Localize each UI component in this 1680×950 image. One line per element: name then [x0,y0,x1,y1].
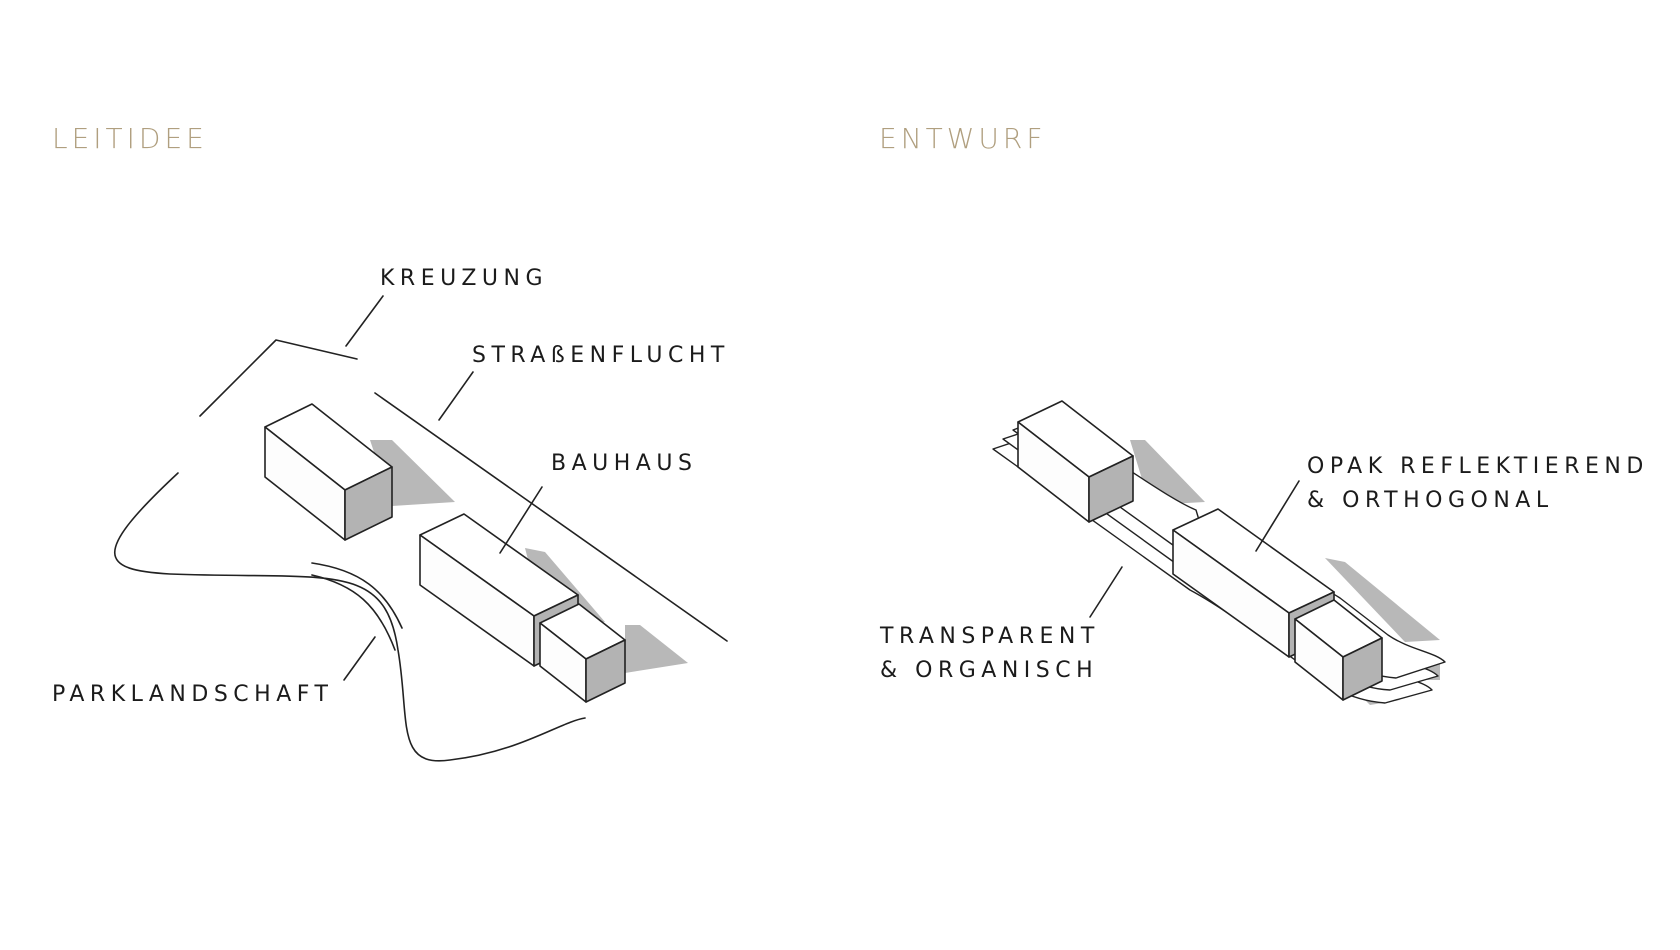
kreuzung-corner-line [199,339,358,417]
shadow-block-c [625,625,688,673]
block-c-side [585,639,626,703]
parklandschaft-curve [114,472,586,762]
kreuzung-leader [345,295,384,347]
entwurf-heading: ENTWURF [879,122,1047,155]
strassenflucht-leader [438,371,474,421]
opak-leader [1255,480,1300,552]
label-strassenflucht: STRAßENFLUCHT [472,343,730,368]
shadow-entwurf-b [1325,558,1440,642]
label-transparent: TRANSPARENT & ORGANISCH [880,620,1100,688]
label-opak-line1: OPAK REFLEKTIEREND [1307,454,1649,479]
label-bauhaus: BAUHAUS [551,451,698,476]
entwurf-panel: ENTWURF OPAK REFLEKTIEREND & ORTHOGONAL … [840,0,1680,950]
label-transparent-line1: TRANSPARENT [880,624,1100,649]
entwurf-block-c-side [1342,637,1383,701]
leitidee-heading: LEITIDEE [52,122,208,155]
park-arc-inner [311,562,403,629]
leitidee-sketch [114,295,728,762]
transparent-leader [1089,566,1123,618]
label-parklandschaft: PARKLANDSCHAFT [52,682,334,707]
entwurf-sketch [992,400,1446,705]
strassenflucht-line [374,392,728,642]
park-arc-outer [311,574,396,651]
bauhaus-leader [499,486,543,554]
parklandschaft-leader [343,636,376,681]
label-kreuzung: KREUZUNG [380,266,549,291]
label-transparent-line2: & ORGANISCH [880,658,1099,683]
label-opak-line2: & ORTHOGONAL [1307,488,1554,513]
label-opak: OPAK REFLEKTIEREND & ORTHOGONAL [1307,450,1649,518]
block-a-side [344,466,393,541]
leitidee-panel: LEITIDEE KREUZUNG STRAßENFLUCHT BAUH [52,122,730,762]
entwurf-block-a-side [1088,455,1134,523]
